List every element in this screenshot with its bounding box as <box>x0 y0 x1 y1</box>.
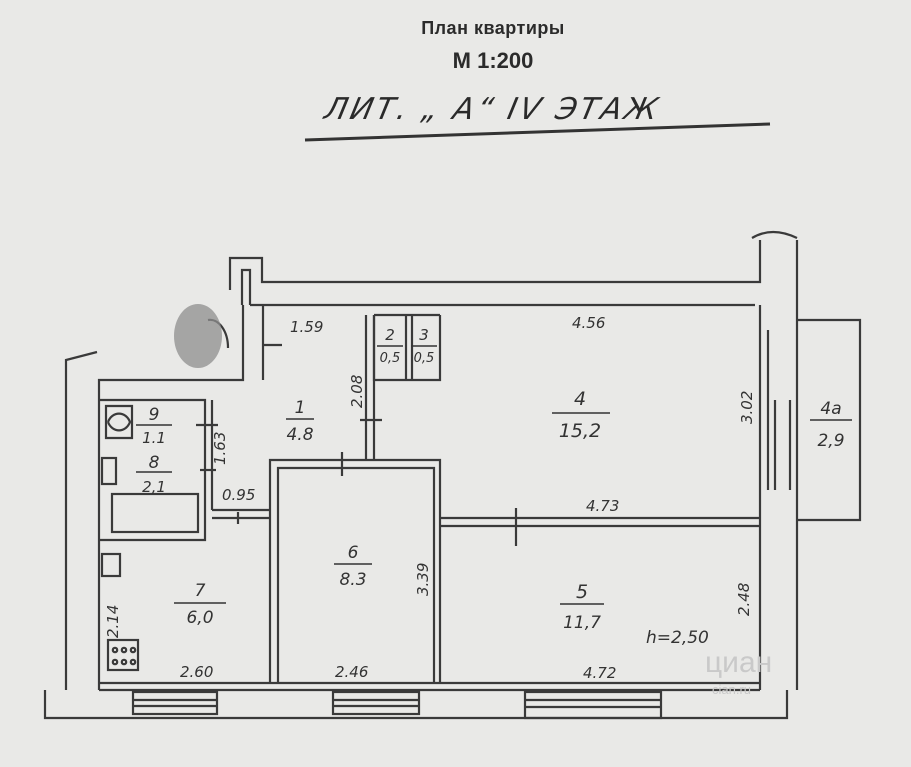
dim-2-14: 2.14 <box>104 605 122 638</box>
room-8-area: 2,1 <box>142 478 166 496</box>
dim-2-46: 2.46 <box>335 663 368 681</box>
room-8-number: 8 <box>149 453 160 473</box>
room-2-number: 2 <box>385 326 395 344</box>
room-5-number: 5 <box>576 581 588 603</box>
dim-3-39: 3.39 <box>414 563 432 596</box>
ceiling-height: h=2,50 <box>646 628 709 648</box>
room-9-area: 1.1 <box>142 429 166 447</box>
ink-smudge <box>174 304 222 368</box>
room-7-area: 6,0 <box>186 608 213 628</box>
dim-1-63: 1.63 <box>211 432 229 465</box>
room-4a-number: 4а <box>820 399 841 419</box>
room-5-area: 11,7 <box>563 613 601 633</box>
room-6-area: 8.3 <box>339 570 366 590</box>
dim-4-73: 4.73 <box>586 497 619 515</box>
dim-3-02: 3.02 <box>738 391 756 424</box>
dim-4-56: 4.56 <box>572 314 605 332</box>
watermark: циан cian.ru <box>705 646 772 697</box>
room-4a-area: 2,9 <box>817 431 844 451</box>
room-labels: 1 4.8 2 0,5 3 0,5 4 15,2 4а 2,9 5 11,7 6… <box>142 326 844 633</box>
dim-0-95: 0.95 <box>222 486 255 504</box>
room-6-number: 6 <box>348 543 359 563</box>
room-3-number: 3 <box>419 326 429 344</box>
walls <box>43 230 862 720</box>
dim-2-60: 2.60 <box>180 663 213 681</box>
room-1-area: 4.8 <box>286 425 313 445</box>
fraction-lines <box>136 345 852 605</box>
subtitle-underline <box>304 122 771 142</box>
dim-2-08: 2.08 <box>348 375 366 408</box>
dim-4-72: 4.72 <box>583 664 616 682</box>
room-9-number: 9 <box>149 405 160 425</box>
dim-1-59: 1.59 <box>290 318 323 336</box>
dim-2-48: 2.48 <box>735 583 753 616</box>
room-3-area: 0,5 <box>414 351 435 366</box>
watermark-domain: cian.ru <box>712 682 751 697</box>
room-7-number: 7 <box>195 581 206 601</box>
plan-title: План квартиры <box>421 18 565 38</box>
room-4-area: 15,2 <box>559 420 601 442</box>
plan-scale: М 1:200 <box>452 48 534 73</box>
dimension-labels: 1.59 4.56 2.08 3.02 1.63 0.95 4.73 3.39 … <box>104 314 756 682</box>
room-2-area: 0,5 <box>380 351 401 366</box>
room-4-number: 4 <box>574 388 586 410</box>
room-1-number: 1 <box>295 398 306 418</box>
watermark-brand: циан <box>705 646 772 679</box>
